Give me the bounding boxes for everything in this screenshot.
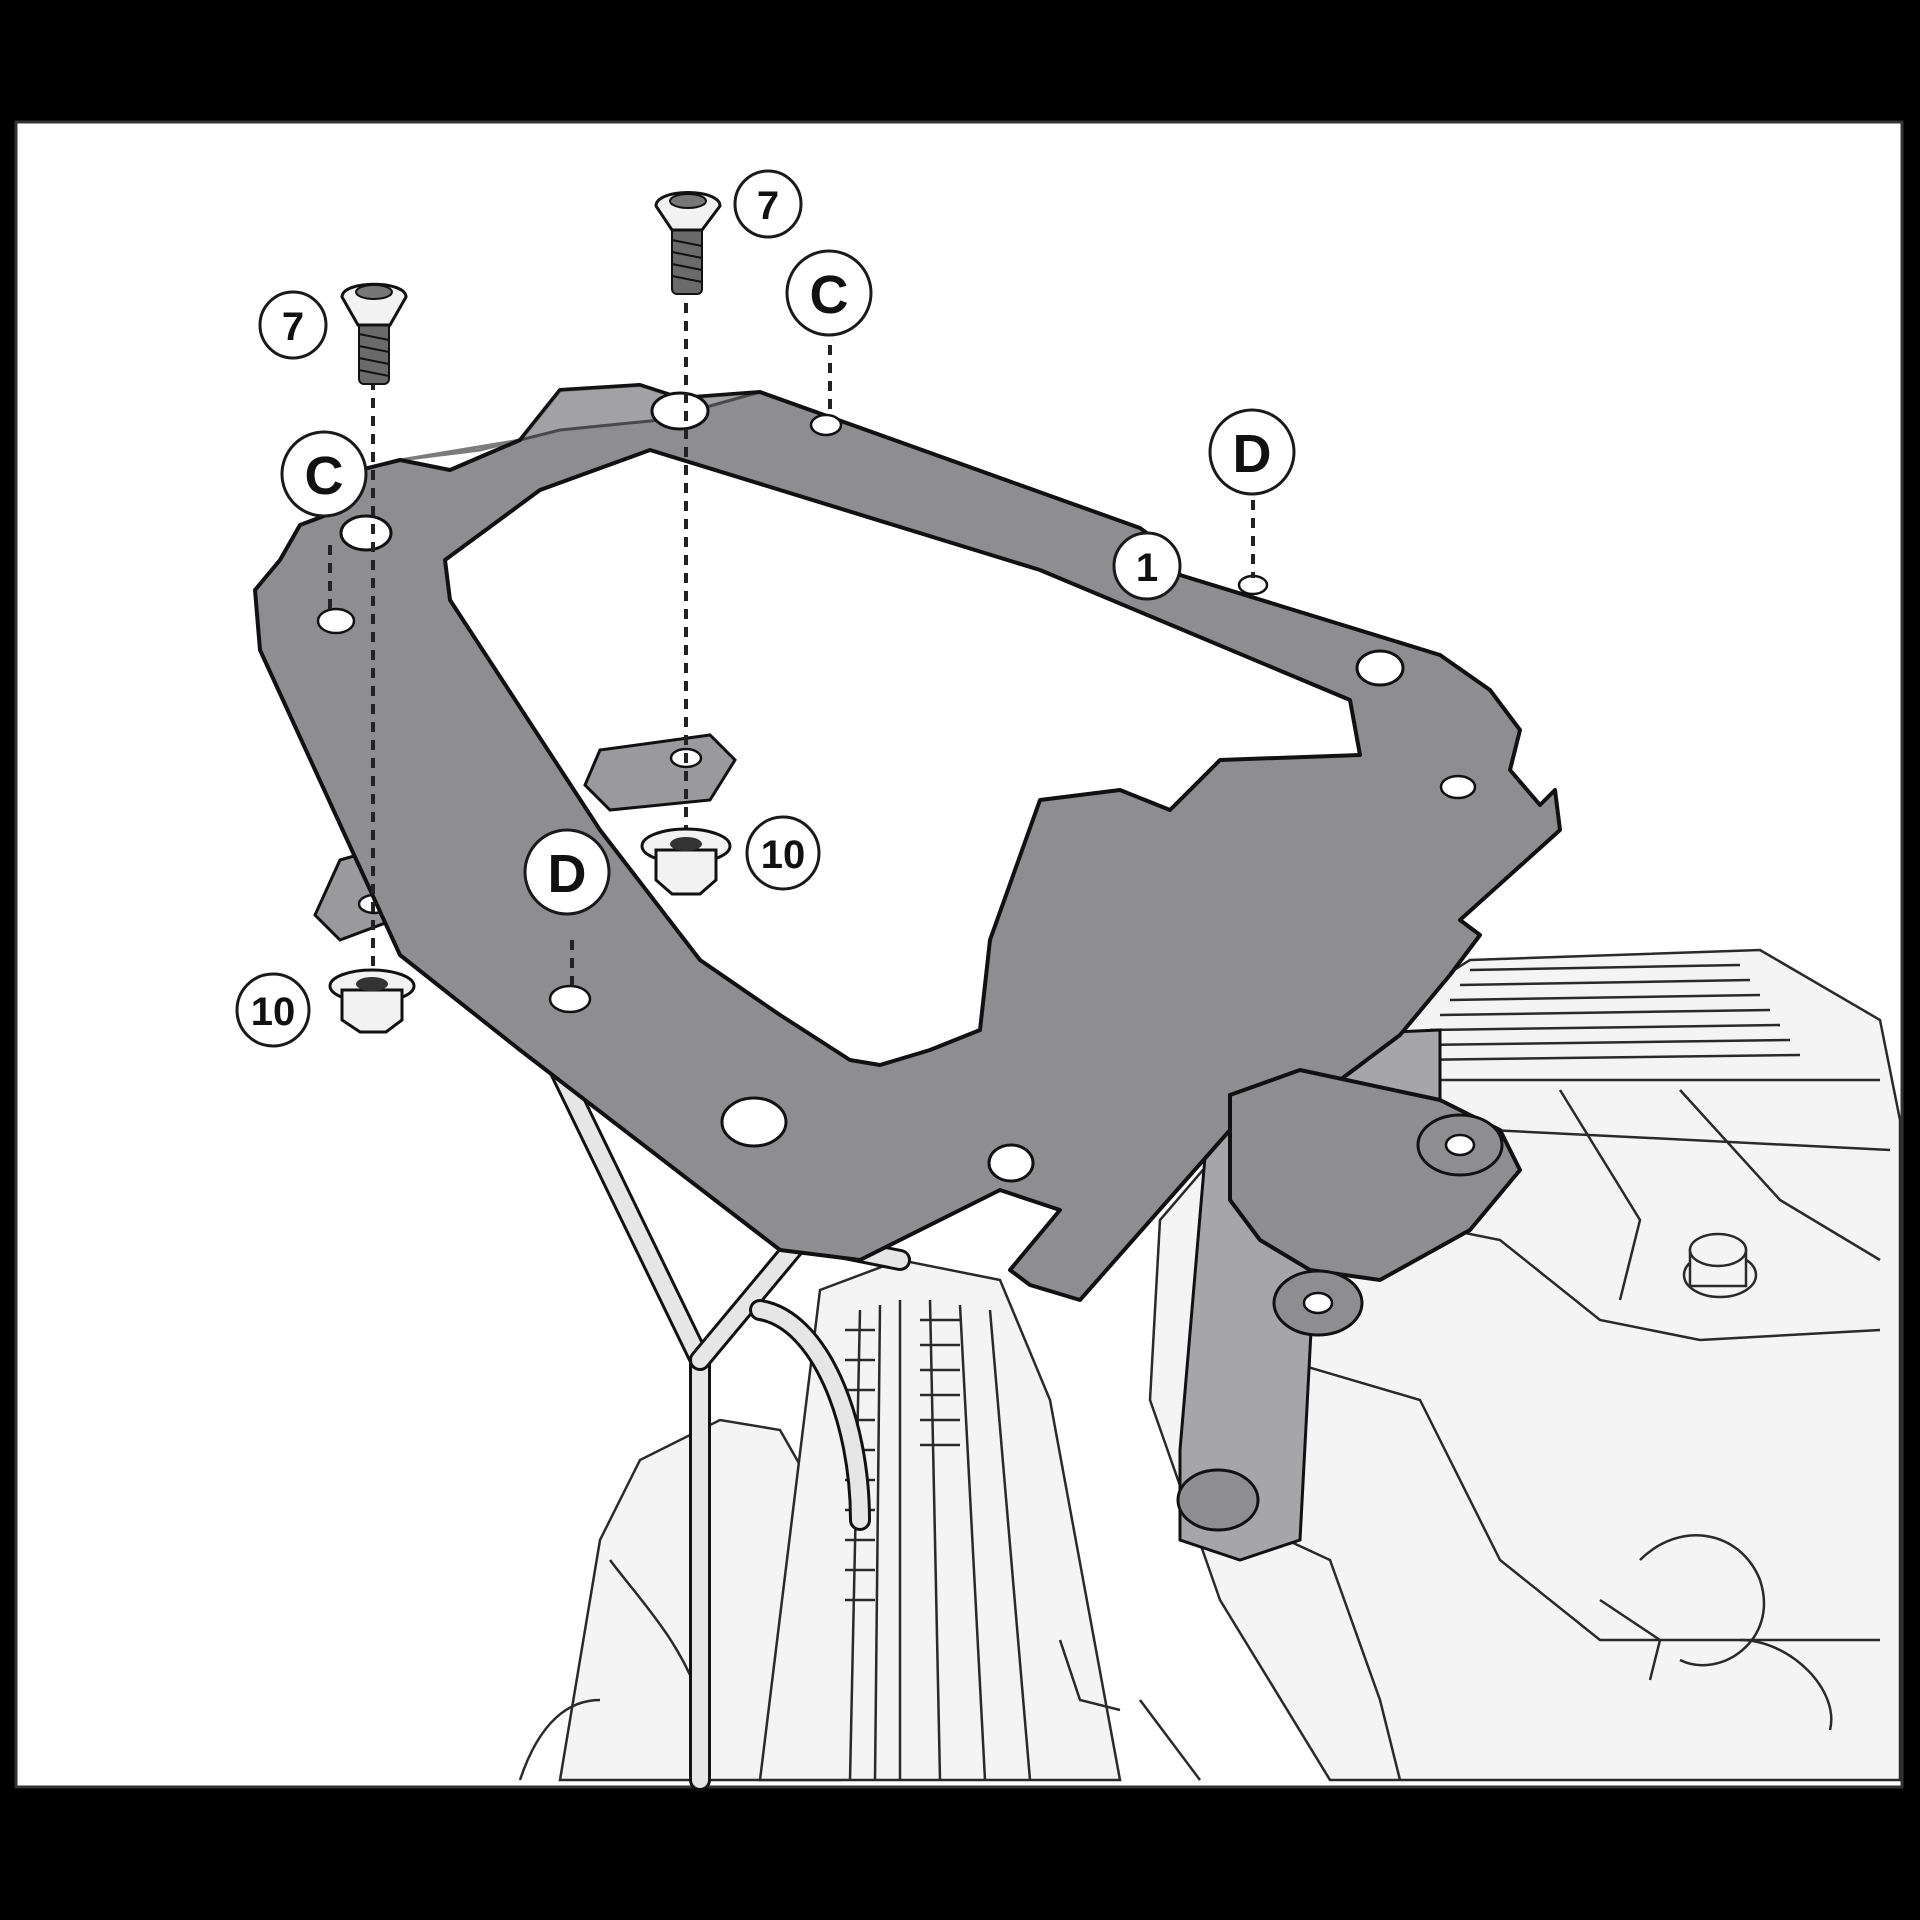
svg-text:C: C <box>810 265 849 325</box>
callout-d-front: D <box>523 828 611 916</box>
callout-10-left: 10 <box>235 972 311 1048</box>
callout-10-center: 10 <box>745 815 821 891</box>
callout-c-left: C <box>280 430 368 518</box>
callout-7-left: 7 <box>258 290 328 360</box>
svg-text:D: D <box>548 844 587 904</box>
nut-center <box>640 827 732 896</box>
callout-1-plate: 1 <box>1112 531 1182 601</box>
bracket-center <box>583 733 737 812</box>
svg-text:D: D <box>1233 424 1272 484</box>
callout-c-top: C <box>785 249 873 337</box>
svg-text:C: C <box>305 446 344 506</box>
assembly-guide-lines <box>328 285 1255 1000</box>
svg-text:10: 10 <box>761 833 806 877</box>
top-case-plate <box>253 383 1562 1337</box>
screw-left <box>340 282 408 385</box>
nut-left <box>328 968 416 1034</box>
callout-7-center: 7 <box>733 169 803 239</box>
callout-d-right: D <box>1208 408 1296 496</box>
svg-text:10: 10 <box>251 990 296 1034</box>
screw-center <box>654 191 722 295</box>
svg-text:7: 7 <box>282 305 304 349</box>
svg-text:1: 1 <box>1136 546 1158 590</box>
svg-text:7: 7 <box>757 184 779 228</box>
